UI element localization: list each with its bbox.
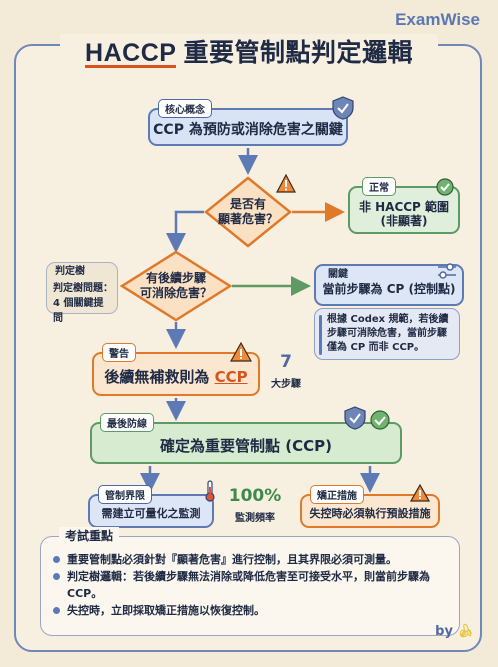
not-significant-box: 正常 非 HACCP 範圍 (非顯著) <box>348 177 460 234</box>
normal-text: 非 HACCP 範圍 (非顯著) <box>350 200 458 228</box>
core-concept-box: 核心概念 CCP 為預防或消除危害之關鍵 <box>148 96 354 146</box>
list-item: 重要管制點必須針對『顯著危害』進行控制，且其界限必須可測量。 <box>53 551 449 568</box>
critical-limit-box: 管制界限 需建立可量化之監測 <box>88 480 215 528</box>
decision-diamond-2 <box>120 250 232 322</box>
q2-line2: 可消除危害？ <box>139 286 212 300</box>
title-block: HACCP 重要管制點判定邏輯 <box>60 34 438 72</box>
steps-label: 大步驟 <box>271 379 301 390</box>
bullet-dot <box>53 573 60 580</box>
page-title: HACCP 重要管制點判定邏輯 <box>85 39 413 67</box>
shield-check-icon <box>332 96 354 120</box>
exam-list: 重要管制點必須針對『顯著危害』進行控制，且其界限必須可測量。 判定樹邏輯：若後續… <box>53 551 449 619</box>
steps-stat: 7 大步驟 <box>262 352 310 394</box>
warn-tag: 警告 <box>102 343 136 362</box>
list-item: 判定樹邏輯：若後續步驟無法消除或降低危害至可接受水平，則當前步驟為 CCP。 <box>53 568 449 602</box>
signature-text: by <box>435 624 453 639</box>
list-item: 失控時，立即採取矯正措施以恢復控制。 <box>53 602 449 619</box>
control-point-box: 關鍵 當前步驟為 CP (控制點) <box>314 263 464 306</box>
exam-point-2: 判定樹邏輯：若後續步驟無法消除或降低危害至可接受水平，則當前步驟為 CCP。 <box>67 570 430 600</box>
q1-line2: 顯著危害？ <box>217 212 278 226</box>
exam-heading: 考試重點 <box>59 527 120 544</box>
key-text: 當前步驟為 CP (控制點) <box>322 282 456 296</box>
warn-text-ccp: CCP <box>214 368 248 386</box>
q1-line1: 是否有 <box>229 197 266 211</box>
bullet-dot <box>53 607 60 614</box>
normal-tag: 正常 <box>362 177 396 196</box>
monitor-number: 100% <box>228 486 282 506</box>
tree-line1: 判定樹問題： <box>53 283 113 294</box>
final-text: 確定為重要管制點 (CCP) <box>160 437 332 455</box>
exam-point-3: 失控時，立即採取矯正措施以恢復控制。 <box>67 604 265 617</box>
decision-subsequent-step: 有後續步驟 可消除危害？ <box>120 250 232 322</box>
crit-text: 需建立可量化之監測 <box>101 507 201 520</box>
title-acronym: HACCP <box>85 39 176 67</box>
q2-line1: 有後續步驟 <box>145 271 206 285</box>
decision-diamond-1 <box>204 176 292 248</box>
corr-text: 失控時必須執行預設措施 <box>309 507 431 520</box>
note-line3: 僅為 CP 而非 CCP。 <box>327 342 425 353</box>
check-circle-icon <box>436 178 454 196</box>
key-tag: 關鍵 <box>328 269 348 280</box>
exam-points-panel: 考試重點 重要管制點必須針對『顯著危害』進行控制，且其界限必須可測量。 判定樹邏… <box>40 527 460 636</box>
bullet-dot <box>53 556 60 563</box>
core-text: CCP 為預防或消除危害之關鍵 <box>153 122 343 138</box>
title-rest: 重要管制點判定邏輯 <box>176 39 413 67</box>
normal-line2: (非顯著) <box>380 214 428 228</box>
arrow-q1-to-q2 <box>166 210 204 253</box>
decision-tree-note: 判定樹 判定樹問題： 4 個關鍵提問 <box>46 262 118 324</box>
thermometer-icon <box>205 480 215 502</box>
warn-text: 後續無補救則為 CCP <box>94 366 258 387</box>
corrective-action-box: 矯正措施 失控時必須執行預設措施 <box>300 484 440 528</box>
decision-significant-hazard: 是否有 顯著危害？ <box>204 176 292 248</box>
crit-tag: 管制界限 <box>98 485 152 504</box>
warning-icon-2 <box>230 342 252 362</box>
banana-icon: 🍌︎ <box>457 624 474 639</box>
note-line2: 步驟可消除危害，當前步驟 <box>327 328 447 339</box>
signature: by 🍌︎ <box>435 624 474 639</box>
note-accent-bar <box>319 315 322 355</box>
codex-note: 根據 Codex 規範，若後續 步驟可消除危害，當前步驟 僅為 CP 而非 CC… <box>314 308 460 360</box>
monitor-stat: 100% 監測頻率 <box>222 486 288 525</box>
core-tag: 核心概念 <box>158 99 212 118</box>
warn-text-pre: 後續無補救則為 <box>104 368 215 386</box>
note-text: 根據 Codex 規範，若後續 步驟可消除危害，當前步驟 僅為 CP 而非 CC… <box>327 313 453 355</box>
note-line1: 根據 Codex 規範，若後續 <box>327 314 449 325</box>
warning-icon <box>276 174 296 193</box>
normal-line1: 非 HACCP 範圍 <box>358 200 450 214</box>
sliders-icon <box>438 263 456 279</box>
monitor-label: 監測頻率 <box>235 513 275 524</box>
exam-point-1: 重要管制點必須針對『顯著危害』進行控制，且其界限必須可測量。 <box>67 553 397 566</box>
tree-text: 判定樹問題： 4 個關鍵提問 <box>53 281 113 326</box>
check-circle-icon-2 <box>370 410 390 430</box>
warning-icon-3 <box>410 484 430 502</box>
steps-number: 7 <box>280 352 292 372</box>
warning-box: 警告 後續無補救則為 CCP <box>92 342 260 396</box>
brand-logo: ExamWise <box>395 10 480 29</box>
ccp-final-box: 最後防線 確定為重要管制點 (CCP) <box>90 406 402 464</box>
tree-tag: 判定樹 <box>55 266 85 277</box>
tree-line2: 4 個關鍵提問 <box>53 298 104 324</box>
final-tag: 最後防線 <box>100 413 154 432</box>
shield-check-icon-2 <box>344 406 366 430</box>
corr-tag: 矯正措施 <box>310 485 364 504</box>
